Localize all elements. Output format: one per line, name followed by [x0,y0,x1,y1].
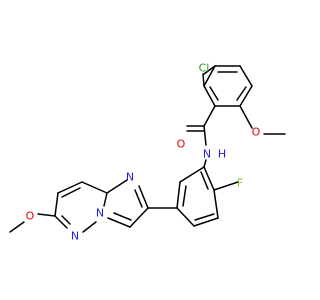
imidazole-nitrogen-atom: N [126,171,134,184]
ring-carbonyl-bond [203,105,216,127]
amide-nitrogen-atom: N [203,148,211,161]
amide-hydrogen-atom: H [218,148,226,161]
c-f-bond [213,181,239,191]
pyridazine-nitrogen-atom: N [71,230,79,243]
o-methyl-left-bond [9,221,25,233]
pyridazine-o-bond [37,213,56,217]
methoxy-oxygen-atom: O [252,126,261,139]
c-cl-bond [203,65,216,75]
fluoro-phenyl-ring [176,166,219,227]
molecule-structure: Cl O O N H F N N N O [9,62,286,243]
carbonyl-oxygen-atom: O [177,138,186,151]
ring-o-bond [239,105,253,129]
bridgehead-nitrogen-atom: N [96,207,104,220]
chlorine-atom: Cl [199,62,210,75]
fluorine-atom: F [237,177,243,190]
chloro-methoxy-benzene-ring [203,65,253,107]
n-phenyl-bond [203,159,207,168]
imidazole-ring [103,179,149,228]
left-methoxy-oxygen-atom: O [26,210,35,223]
pyridazine-ring [54,181,108,233]
carbonyl-n-bond [203,125,207,146]
